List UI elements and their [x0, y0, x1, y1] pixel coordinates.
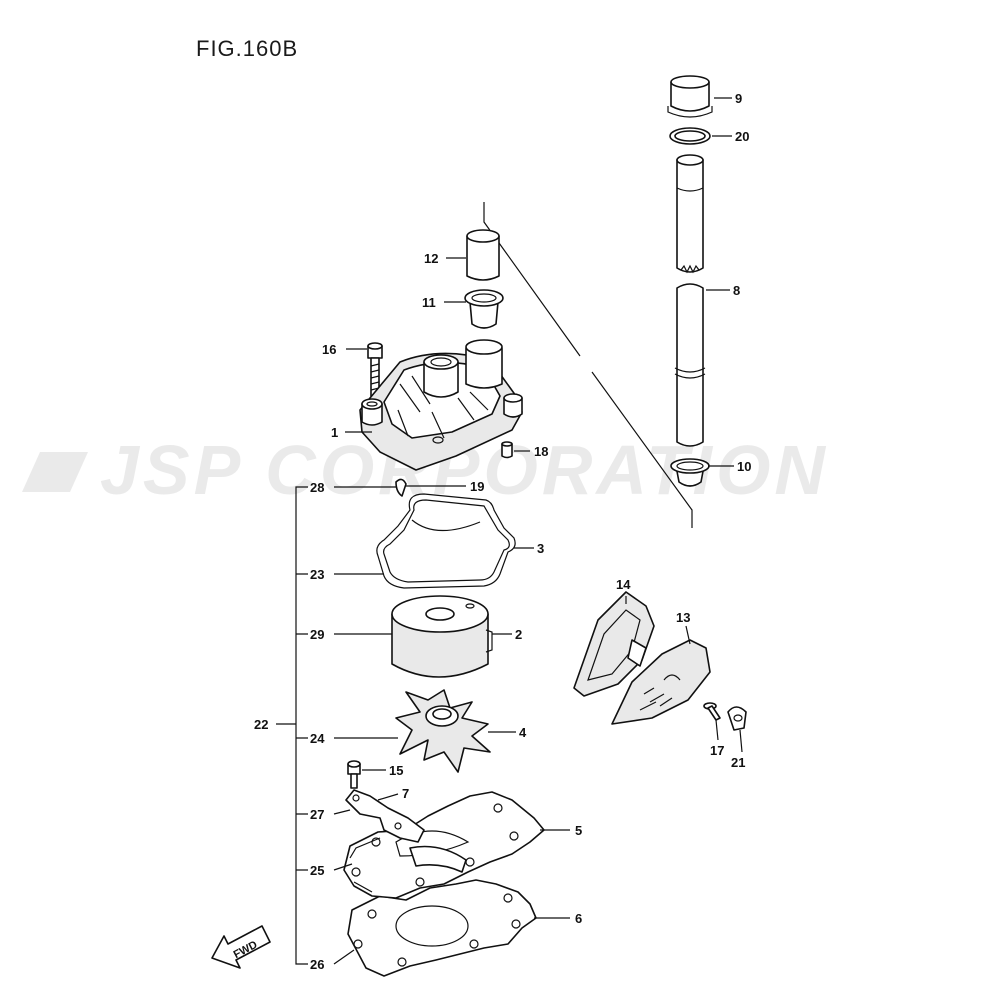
callout-1: 1	[331, 425, 338, 440]
part-15-bolt	[347, 760, 361, 789]
callout-22: 22	[254, 717, 268, 732]
part-4-impeller	[395, 689, 491, 773]
kit-22-bracket	[276, 486, 308, 965]
part-18-dowel-pin	[501, 441, 513, 459]
assembly-reference-line	[483, 202, 693, 528]
part-2-liner	[391, 595, 493, 678]
callout-14: 14	[616, 577, 631, 592]
part-9-grommet	[667, 75, 713, 118]
callout-17: 17	[710, 743, 724, 758]
part-20-o-ring	[669, 127, 711, 145]
leader-lines	[333, 97, 743, 965]
part-19-key	[395, 478, 407, 497]
callout-11: 11	[422, 295, 436, 310]
callout-21: 21	[731, 755, 745, 770]
part-3-seal-ring	[376, 493, 516, 589]
part-13-cover	[611, 639, 711, 725]
callout-29: 29	[310, 627, 324, 642]
callout-12: 12	[424, 251, 438, 266]
callout-26: 26	[310, 957, 324, 972]
callout-23: 23	[310, 567, 324, 582]
callout-4: 4	[519, 725, 527, 740]
callout-7: 7	[402, 786, 409, 801]
callout-27: 27	[310, 807, 324, 822]
callout-15: 15	[389, 763, 403, 778]
callout-19: 19	[470, 479, 484, 494]
callout-16: 16	[322, 342, 336, 357]
part-25-gasket	[349, 837, 381, 893]
figure-title: FIG.160B	[196, 36, 298, 61]
part-7-cover	[345, 789, 467, 873]
callout-25: 25	[310, 863, 324, 878]
callout-3: 3	[537, 541, 544, 556]
part-12-collar	[466, 229, 500, 281]
part-11-bushing	[464, 289, 504, 329]
part-16-bolt	[367, 342, 383, 397]
callout-9: 9	[735, 91, 742, 106]
callout-2: 2	[515, 627, 522, 642]
callout-24: 24	[310, 731, 325, 746]
callout-13: 13	[676, 610, 690, 625]
part-17-screw	[703, 702, 721, 721]
callout-28: 28	[310, 480, 324, 495]
part-8-water-tube	[674, 154, 706, 447]
callout-20: 20	[735, 129, 749, 144]
part-6-gasket	[347, 879, 537, 977]
callout-8: 8	[733, 283, 740, 298]
callout-10: 10	[737, 459, 751, 474]
callout-numbers: 9 20 8 10 12 11 16 1 18 28 19 3 23 29 2 …	[254, 91, 751, 972]
part-21-clip	[727, 706, 747, 731]
callout-18: 18	[534, 444, 548, 459]
callout-6: 6	[575, 911, 582, 926]
part-14-bracket	[573, 591, 655, 697]
part-1-pump-case	[359, 339, 523, 471]
callout-5: 5	[575, 823, 582, 838]
fwd-arrow: FWD	[211, 925, 271, 969]
